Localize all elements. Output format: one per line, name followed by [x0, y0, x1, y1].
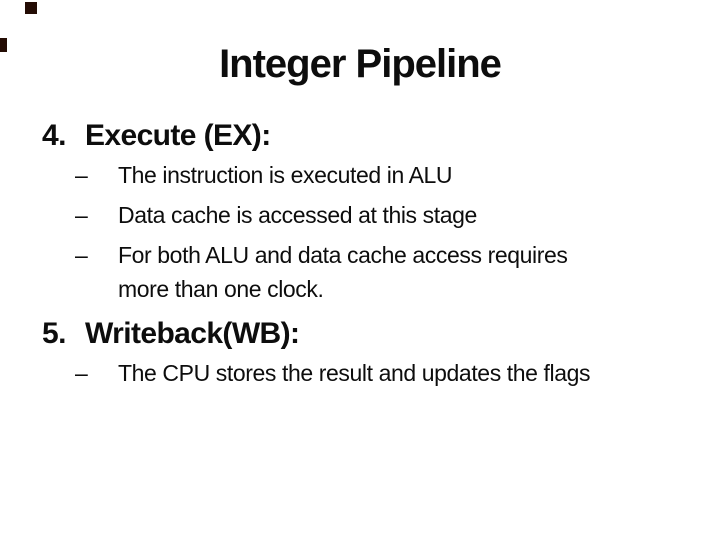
bullet-item: – Data cache is accessed at this stage: [75, 198, 700, 232]
bullet-dash: –: [75, 242, 88, 268]
bullet-item: – The CPU stores the result and updates …: [75, 356, 700, 390]
bullet-text-line: more than one clock.: [118, 276, 324, 302]
section-number: 5.: [42, 317, 66, 350]
slide-corner-decoration-icon: [25, 2, 37, 14]
bullet-dash: –: [75, 162, 88, 188]
bullet-text: Data cache is accessed at this stage: [118, 202, 477, 228]
bullet-text: The instruction is executed in ALU: [118, 162, 453, 188]
bullet-item: – The instruction is executed in ALU: [75, 158, 700, 192]
section-heading-text: Writeback(WB):: [85, 317, 300, 350]
bullet-text-line: For both ALU and data cache access requi…: [118, 242, 568, 268]
section-number: 4.: [42, 119, 66, 152]
bullet-text: The CPU stores the result and updates th…: [118, 360, 591, 386]
section-heading-writeback: 5. Writeback(WB):: [42, 314, 300, 354]
bullet-dash: –: [75, 360, 88, 386]
slide-edge-decoration-icon: [0, 38, 7, 52]
bullet-dash: –: [75, 202, 88, 228]
slide-title: Integer Pipeline: [219, 42, 502, 86]
bullet-item: – For both ALU and data cache access req…: [75, 238, 700, 306]
bullet-text: For both ALU and data cache access requi…: [118, 238, 700, 306]
section-heading-execute: 4. Execute (EX):: [42, 116, 271, 156]
bullet-list-writeback: – The CPU stores the result and updates …: [75, 356, 700, 396]
bullet-list-execute: – The instruction is executed in ALU – D…: [75, 158, 700, 312]
section-heading-text: Execute (EX):: [85, 119, 271, 152]
